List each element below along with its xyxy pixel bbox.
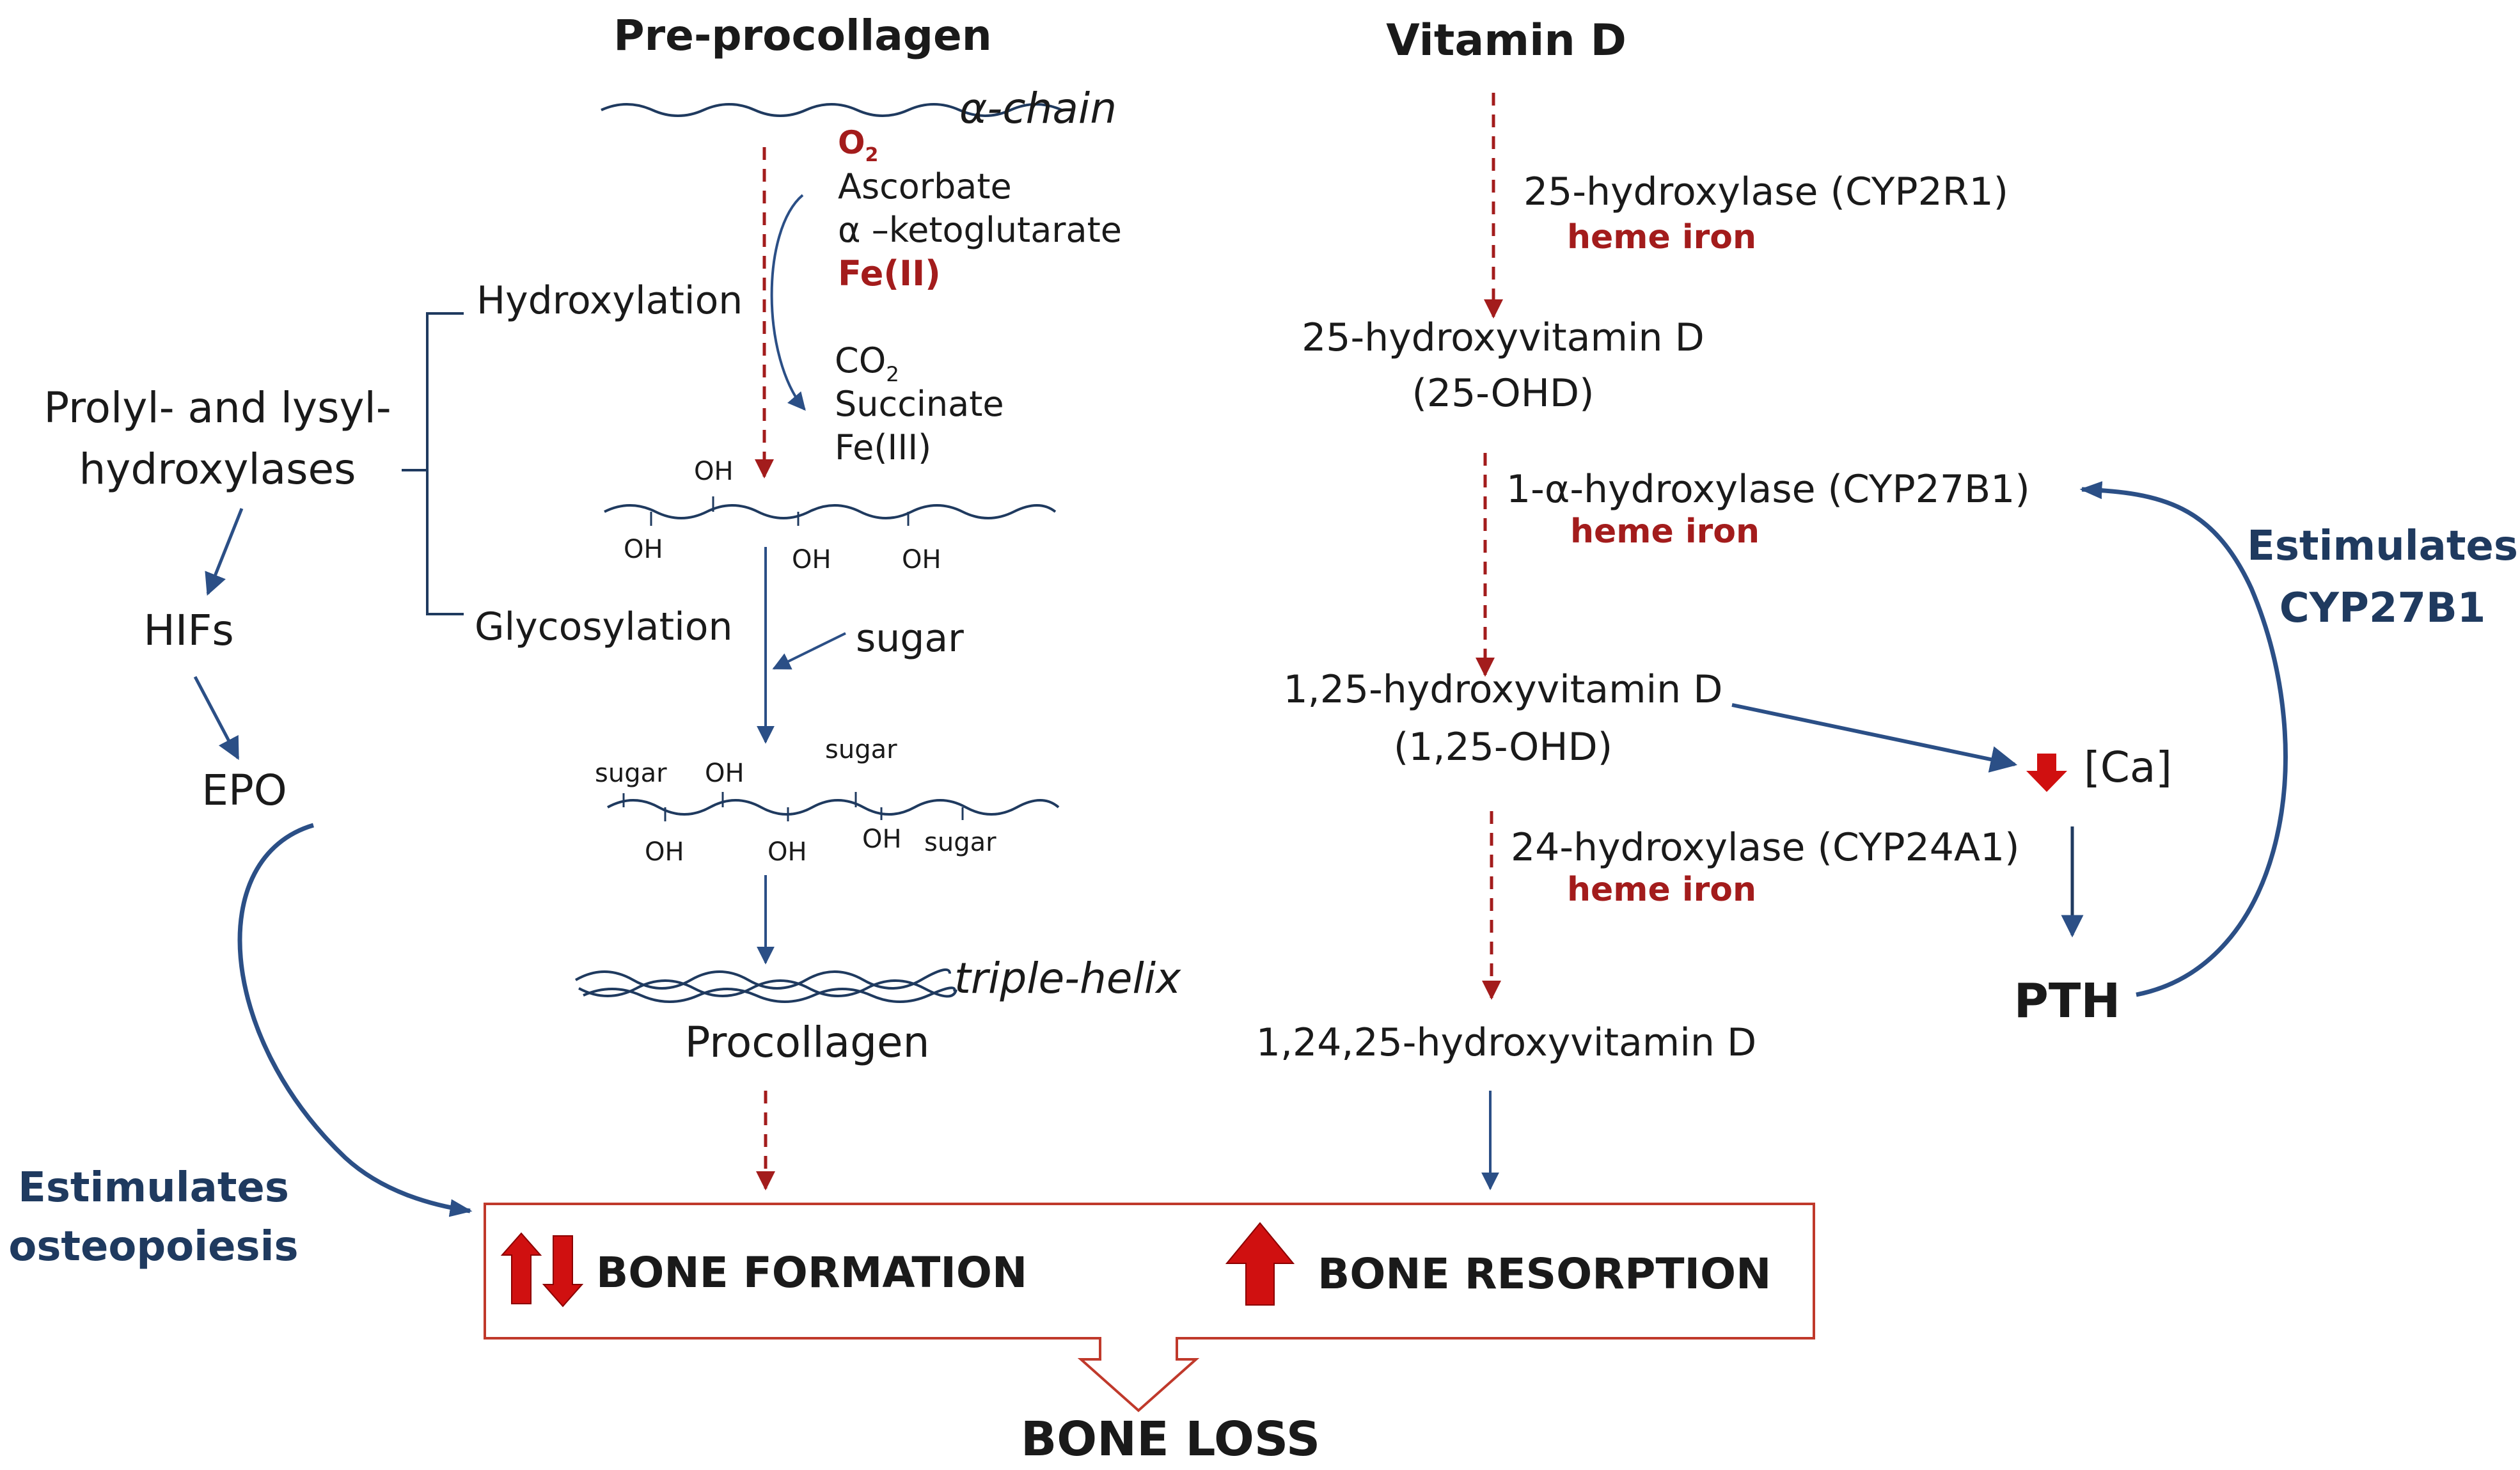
enzyme2-label: 1-α-hydroxylase (CYP27B1): [1506, 467, 2030, 512]
bone-loss-label: BONE LOSS: [1021, 1412, 1320, 1467]
heme3-label: heme iron: [1567, 871, 1756, 909]
big-up-arrow-icon: [1225, 1222, 1295, 1306]
enzymes-to-hifs-arrow: [205, 508, 244, 596]
oh-label: OH: [902, 545, 941, 574]
sugar-label: sugar: [924, 828, 996, 857]
sugar-oh-ticks: [622, 792, 964, 821]
cofactor-curve-arrow: [770, 194, 806, 411]
heme2-label: heme iron: [1570, 512, 1760, 551]
ketoglutarate-label: α –ketoglutarate: [838, 210, 1122, 250]
co2-label: CO2: [835, 340, 899, 386]
triple-helix-label: triple-helix: [954, 954, 1181, 1003]
ascorbate-label: Ascorbate: [838, 166, 1012, 207]
fe2-label: Fe(II): [838, 253, 941, 294]
product2-line2: (1,25-OHD): [1394, 725, 1612, 770]
oh-label: OH: [862, 825, 902, 854]
osteo-label-line2: osteopoiesis: [8, 1223, 298, 1270]
cyp-label-line1: Estimulates: [2247, 523, 2518, 570]
glycosylated-chain: [607, 799, 1060, 816]
sugar-label: sugar: [825, 735, 897, 764]
triple-helix-strands: [575, 968, 957, 1003]
sugar-input-label: sugar: [856, 616, 964, 661]
cyp-label-line2: CYP27B1: [2280, 585, 2486, 632]
oh-ticks-1: [650, 496, 910, 526]
vitd-title: Vitamin D: [1386, 15, 1626, 66]
hifs-label: HIFs: [143, 606, 233, 655]
sugar-label: sugar: [595, 759, 667, 788]
oh-label: OH: [768, 837, 807, 867]
enzyme-bracket: [402, 312, 464, 615]
bone-loss-arrow-icon: [1077, 1338, 1200, 1412]
oh-label: OH: [645, 837, 684, 867]
ca-label: [Ca]: [2084, 743, 2172, 792]
ca-down-arrow-icon: [2026, 754, 2067, 792]
hydroxylation-label: Hydroxylation: [476, 278, 743, 323]
alpha-chain-wave: [601, 103, 1062, 117]
fe3-label: Fe(III): [835, 427, 931, 468]
hifs-to-epo-arrow: [193, 676, 240, 761]
o2-label: O2: [838, 124, 878, 166]
product2-line1: 1,25-hydroxyvitamin D: [1284, 667, 1723, 712]
enzymes-label-line2: hydroxylases: [79, 445, 356, 494]
product3-label: 1,24,25-hydroxyvitamin D: [1256, 1020, 1756, 1065]
bone-formation-label: BONE FORMATION: [596, 1248, 1027, 1297]
oh-label: OH: [705, 759, 744, 788]
product1-line1: 25-hydroxyvitamin D: [1302, 315, 1705, 360]
bone-resorption-label: BONE RESORPTION: [1318, 1249, 1771, 1299]
enzyme1-label: 25-hydroxylase (CYP2R1): [1524, 170, 2008, 214]
sugar-input-arrow: [772, 632, 846, 670]
enzymes-label-line1: Prolyl- and lysyl-: [43, 383, 391, 432]
epo-to-box-arrow: [237, 823, 473, 1217]
pth-feedback-arrow: [2079, 481, 2288, 997]
collagen-title: Pre-procollagen: [613, 11, 991, 60]
alpha-chain-label: α-chain: [959, 84, 1117, 133]
oh-label: OH: [624, 535, 663, 564]
pth-label: PTH: [2014, 974, 2121, 1029]
calcitriol-to-ca-arrow: [1731, 703, 2018, 773]
heme1-label: heme iron: [1567, 218, 1756, 257]
product1-line2: (25-OHD): [1412, 371, 1594, 416]
oh-label: OH: [694, 457, 734, 486]
hydroxylated-chain: [604, 504, 1057, 519]
up-down-arrows-icon: [500, 1232, 584, 1308]
epo-label: EPO: [201, 766, 287, 815]
oh-label: OH: [792, 545, 831, 574]
procollagen-label: Procollagen: [685, 1018, 930, 1067]
glycosylation-label: Glycosylation: [475, 605, 733, 649]
enzyme3-label: 24-hydroxylase (CYP24A1): [1511, 825, 2020, 870]
succinate-label: Succinate: [835, 384, 1004, 424]
osteo-label-line1: Estimulates: [18, 1164, 289, 1212]
